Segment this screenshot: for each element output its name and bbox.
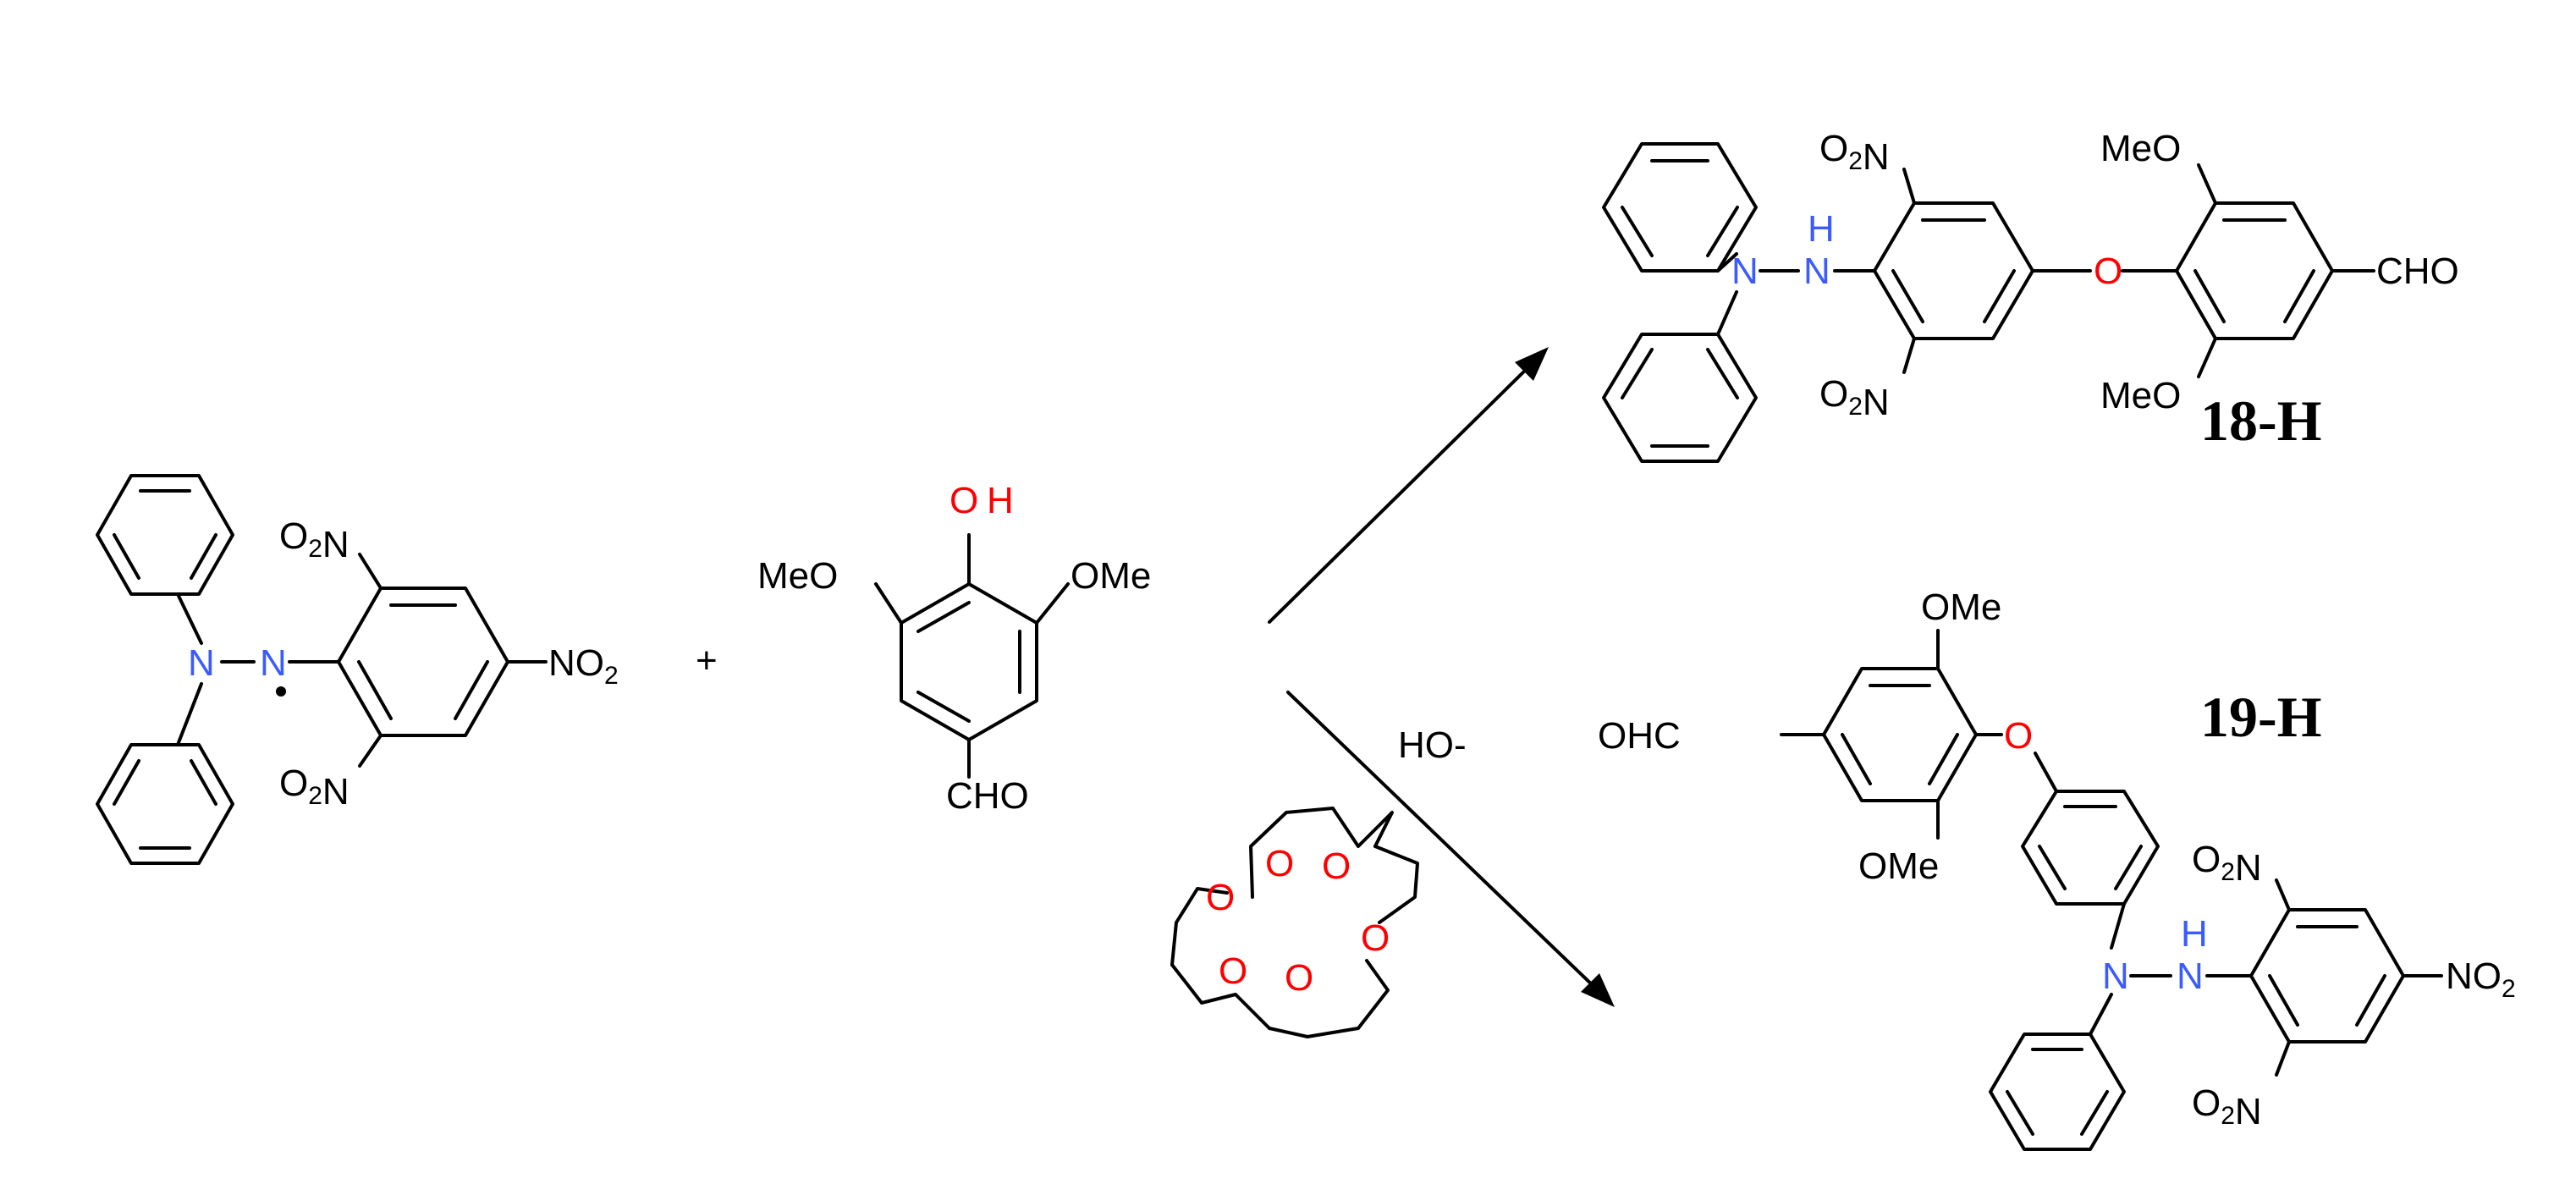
compound-label-19-H: 19-H: [2200, 685, 2322, 749]
ether-oxygen: O: [2094, 251, 2122, 292]
hydroxyl-oxygen: O: [949, 480, 978, 521]
nitro-label: O2N: [279, 515, 350, 565]
hydroxyl-hydrogen: H: [987, 480, 1014, 521]
reaction-arrows: [1268, 347, 1615, 1007]
arrow-to-18-H: [1268, 362, 1533, 624]
nitrogen-atom: N: [1731, 251, 1759, 292]
aldehyde-group: OHC: [1598, 715, 1681, 757]
bond-ring-ome: [1035, 582, 1070, 625]
nitro-group-top: O2N: [2192, 839, 2262, 889]
bond-ring-nitro: [1902, 337, 1916, 374]
bond-ring-meo: [874, 582, 903, 625]
nitro-group-para: NO2: [2446, 955, 2516, 1003]
crown-oxygen: O: [1206, 877, 1235, 918]
bond-ring-meo: [2197, 337, 2217, 378]
crown-oxygen: O: [1265, 843, 1294, 884]
crown-oxygen: O: [1361, 917, 1390, 959]
bond-ring-nitro: [358, 553, 383, 590]
nitro-group-para: NO2: [548, 642, 619, 690]
dpph-phenyl-top: [96, 474, 234, 596]
methoxy-top: OMe: [1921, 586, 2001, 628]
bond-ring-nitro: [2275, 878, 2291, 911]
nitro-group-bottom: O2N: [2192, 1082, 2262, 1132]
bond-phenyl-n: [176, 682, 203, 746]
nitrogen-atom: N: [1803, 251, 1830, 292]
bond-o-ring: [2034, 752, 2058, 793]
bond-phenyl-n: [176, 592, 203, 645]
methoxy-top: MeO: [2100, 128, 2181, 169]
aldehyde-group: CHO: [2376, 251, 2459, 292]
nitro-label: O2N: [2192, 1082, 2262, 1132]
nitro-group-top: O2N: [279, 515, 350, 565]
compound-label-18-H: 18-H: [2200, 388, 2322, 453]
nitro-label: O2N: [1819, 128, 1890, 178]
nitrogen-atom: N: [188, 642, 215, 684]
aldehyde-group: CHO: [946, 775, 1029, 817]
nitro-label: NO2: [2446, 955, 2516, 1003]
bond-ring-n: [2110, 902, 2126, 950]
dpph-phenyl-bottom: [96, 743, 234, 865]
methoxy-left: MeO: [757, 555, 838, 597]
crown-oxygen: O: [1285, 957, 1313, 999]
nitro-label: O2N: [2192, 839, 2262, 889]
dpph-radical: N N O2N O2N NO2: [96, 474, 619, 865]
nitrogen-atom: N: [2177, 955, 2204, 997]
bond-ring-nitro: [358, 734, 383, 768]
bond-ring-nitro: [2275, 1040, 2291, 1077]
nitro-group-bottom: O2N: [279, 763, 350, 812]
nitro-group-bottom: O2N: [1819, 373, 1890, 423]
nitro-group-top: O2N: [1819, 128, 1890, 178]
methoxy-bottom: MeO: [2100, 375, 2181, 416]
crown-oxygen: O: [1219, 950, 1247, 992]
arrowhead: [1581, 973, 1615, 1007]
base-label: HO-: [1398, 724, 1467, 766]
crown-ether: O O O O O O: [1170, 807, 1419, 1038]
hydrogen-atom: H: [2181, 913, 2208, 955]
syringaldehyde: O H MeO OMe CHO: [757, 480, 1151, 817]
hydrogen-atom: H: [1808, 208, 1835, 250]
bond-ring-meo: [2197, 163, 2217, 205]
ether-oxygen: O: [2004, 715, 2033, 757]
nitro-label: NO2: [548, 642, 619, 690]
bond-phenyl-n: [1716, 252, 1738, 273]
nitrogen-atom: N: [2102, 955, 2129, 997]
plus-sign: +: [696, 640, 718, 681]
nitro-label: O2N: [1819, 373, 1890, 423]
bond-phenyl-n: [1716, 290, 1738, 336]
product-18-H: N N H O2N O2N O MeO MeO CHO 18-H: [1602, 128, 2459, 463]
bond-ring-nitro: [1902, 168, 1916, 205]
nitrogen-radical-atom: N: [260, 642, 287, 684]
picryl-ring: [337, 586, 509, 737]
arrowhead: [1515, 347, 1549, 381]
bond-n-phenyl: [2089, 993, 2113, 1036]
radical-dot: [276, 686, 286, 697]
arrow-to-19-H: [1286, 691, 1599, 992]
methoxy-right: OMe: [1071, 555, 1151, 597]
nitro-label: O2N: [279, 763, 350, 812]
crown-oxygen: O: [1322, 845, 1351, 887]
product-19-H: OMe OMe OHC O N N H O2N O2N NO2: [1598, 586, 2516, 1151]
methoxy-bottom: OMe: [1858, 845, 1939, 887]
